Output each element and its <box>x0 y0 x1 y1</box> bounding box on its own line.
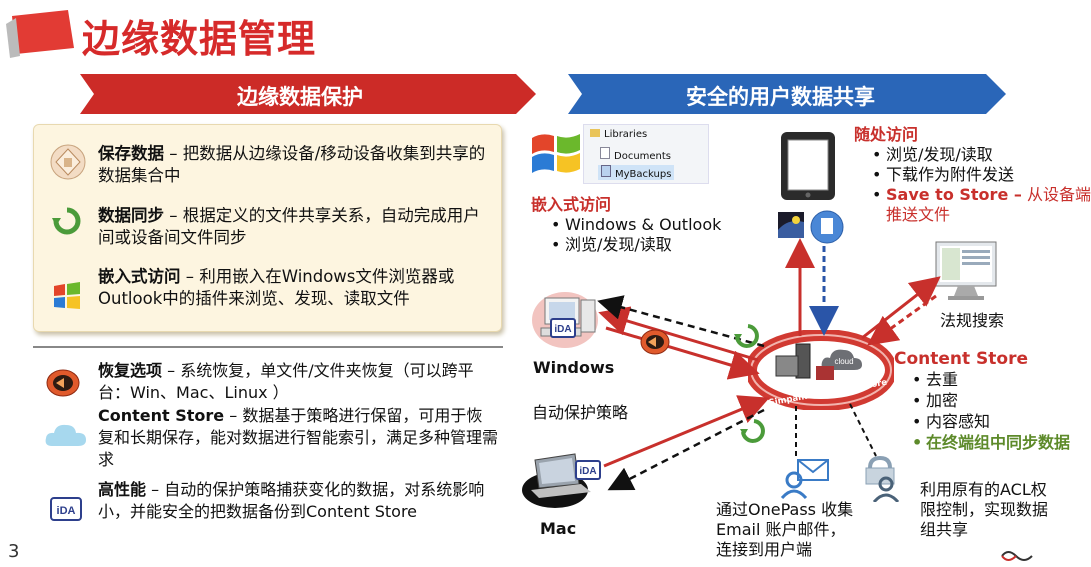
explorer-libraries-label: Libraries <box>604 129 648 140</box>
lower-restore-bold: 恢复选项 <box>98 361 163 380</box>
storage-icon <box>775 355 799 377</box>
anywhere-item-2: 下载作为附件发送 <box>872 165 1091 185</box>
acl-label: 利用原有的ACL权限控制，实现数据组共享 <box>920 480 1049 539</box>
arrow-monitor-to-store <box>867 294 937 346</box>
arrow-windows-to-store <box>605 326 760 380</box>
right-header-text: 安全的用户数据共享 <box>686 85 875 109</box>
windows-logo-icon <box>54 282 80 309</box>
feature-box <box>33 124 502 332</box>
backup-icon <box>601 165 611 177</box>
cs-item-2: 加密 <box>912 390 1070 411</box>
windows-label: Windows <box>533 358 615 377</box>
acl-user-icon <box>865 456 900 502</box>
explorer-mybackups-label: MyBackups <box>615 169 672 180</box>
restore-icon <box>46 369 80 397</box>
app-photo-icon <box>778 212 804 238</box>
lower-performance: 高性能 – 自动的保护策略捕获变化的数据，对系统影响小，并能安全的把数据备份到C… <box>98 479 498 523</box>
mac-laptop-icon <box>522 453 591 508</box>
explorer-panel: Libraries Documents MyBackups <box>583 124 709 184</box>
anywhere-save-rest: 从设备端推送文件 <box>886 185 1091 224</box>
tape-icon <box>816 366 834 380</box>
feature-save-text: – 把数据从边缘设备/移动设备收集到共享的数据集合中 <box>98 144 486 185</box>
ida-icon: iDA <box>50 497 82 521</box>
content-store-heading: Content Store <box>894 349 1029 369</box>
mac-ida-badge: iDA <box>575 460 601 480</box>
feature-sync: 数据同步 – 根据定义的文件共享关系，自动完成用户间或设备间文件同步 <box>98 205 493 249</box>
explorer-documents-label: Documents <box>614 151 672 162</box>
page-number: 3 <box>8 541 20 562</box>
commvault-logo-icon <box>1001 551 1033 561</box>
left-header-text: 边缘数据保护 <box>237 85 363 109</box>
arrow-store-to-mac <box>607 408 765 491</box>
windows-flag-icon <box>532 134 580 173</box>
policy-label: 自动保护策略 <box>532 403 629 422</box>
explorer-mybackups[interactable]: MyBackups <box>598 165 675 180</box>
cloud-label: cloud <box>834 357 853 366</box>
sync-arrow-mac-icon <box>740 419 765 443</box>
lower-cs-bold: Content Store <box>98 406 225 425</box>
anywhere-block: 随处访问 浏览/发现/读取 下载作为附件发送 Save to Store – 从… <box>854 125 1091 225</box>
anywhere-item-1: 浏览/发现/读取 <box>872 145 1091 165</box>
lower-perf-text: – 自动的保护策略捕获变化的数据，对系统影响小，并能安全的把数据备份到Conte… <box>98 480 485 521</box>
embedded-heading: 嵌入式访问 <box>531 195 612 214</box>
monitor-icon <box>935 241 997 300</box>
tablet-icon <box>781 132 835 200</box>
mac-label: Mac <box>540 519 577 538</box>
lower-restore-text: – 系统恢复，单文件/文件夹恢复（可以跨平台：Win、Mac、Linux ） <box>98 361 474 402</box>
arrow-store-to-monitor <box>861 276 941 340</box>
feature-sync-bold: 数据同步 <box>98 206 164 225</box>
cloud-icon <box>45 424 86 446</box>
sync-icon <box>52 207 81 235</box>
cs-item-3: 内容感知 <box>912 411 1070 432</box>
feature-sync-text: – 根据定义的文件共享关系，自动完成用户间或设备间文件同步 <box>98 206 480 247</box>
divider <box>33 346 503 348</box>
explorer-documents[interactable]: Documents <box>600 147 671 162</box>
windows-ida-badge: iDA <box>550 318 576 338</box>
embedded-item-2: 浏览/发现/读取 <box>551 235 721 255</box>
lower-content-store: Content Store – 数据基于策略进行保留，可用于恢复和长期保存，能对… <box>98 405 498 471</box>
anywhere-heading: 随处访问 <box>854 125 919 144</box>
title-block-icon <box>6 10 74 58</box>
document-share-icon <box>810 210 844 244</box>
compliance-label: 法规搜索 <box>940 311 1005 330</box>
feature-save-bold: 保存数据 <box>98 144 164 163</box>
ida-icon-text: iDA <box>57 505 76 517</box>
line-store-to-acl <box>849 403 877 457</box>
save-data-icon <box>50 144 86 180</box>
cs-item-1: 去重 <box>912 369 1070 390</box>
lower-restore: 恢复选项 – 系统恢复，单文件/文件夹恢复（可以跨平台：Win、Mac、Linu… <box>98 360 498 404</box>
embedded-item-1: Windows & Outlook <box>551 215 721 235</box>
feature-embedded: 嵌入式访问 – 利用嵌入在Windows文件浏览器或Outlook中的插件来浏览… <box>98 266 493 310</box>
lower-cs-text: – 数据基于策略进行保留，可用于恢复和长期保存，能对数据进行智能索引，满足多种管… <box>98 406 499 469</box>
windows-ida-text: iDA <box>554 324 571 335</box>
mac-ida-text: iDA <box>579 466 596 477</box>
cloud-storage-icon <box>821 349 862 370</box>
cs-item-4: 在终端组中同步数据 <box>912 432 1070 453</box>
explorer-libraries[interactable]: Libraries <box>590 129 647 140</box>
sync-arrow-windows-icon <box>734 324 759 348</box>
anywhere-item-3: Save to Store – 从设备端推送文件 <box>872 185 1091 225</box>
page-title: 边缘数据管理 <box>82 17 317 61</box>
feature-embedded-text: – 利用嵌入在Windows文件浏览器或Outlook中的插件来浏览、发现、读取… <box>98 267 455 308</box>
left-header-bar <box>80 74 536 114</box>
arrow-mac-to-store <box>603 395 770 468</box>
feature-save: 保存数据 – 把数据从边缘设备/移动设备收集到共享的数据集合中 <box>98 143 493 187</box>
restore-badge-icon <box>640 329 670 355</box>
lower-perf-bold: 高性能 <box>98 480 147 499</box>
embedded-block: 嵌入式访问 Windows & Outlook 浏览/发现/读取 <box>531 195 721 255</box>
content-store-block: Content Store 去重 加密 内容感知 在终端组中同步数据 <box>894 349 1070 453</box>
right-header-bar <box>568 74 1006 114</box>
document-icon <box>600 147 610 159</box>
folder-icon <box>590 129 600 137</box>
onepass-label: 通过OnePass 收集Email 账户邮件，连接到用户端 <box>716 500 854 559</box>
email-user-icon <box>780 459 829 500</box>
feature-embedded-bold: 嵌入式访问 <box>98 267 181 286</box>
anywhere-save-bold: Save to Store – <box>886 185 1022 204</box>
